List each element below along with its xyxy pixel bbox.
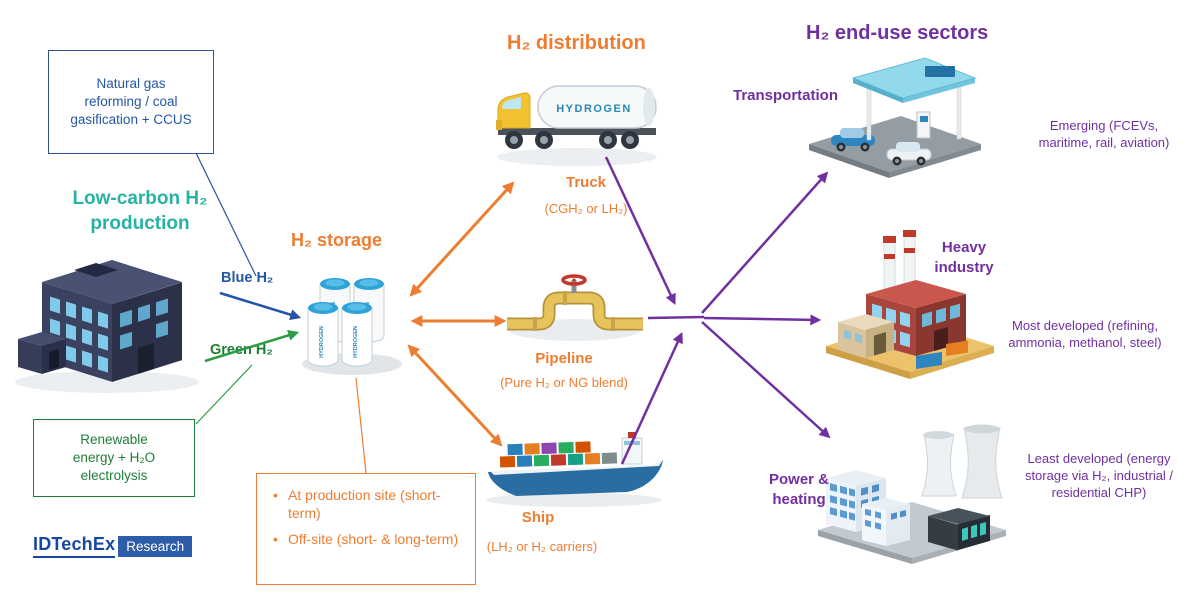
storage-note-item: Off-site (short- & long-term) bbox=[273, 530, 465, 549]
green-pathway-note-box: Renewable energy + H₂O electrolysis bbox=[33, 419, 195, 497]
arrow-storage-truck bbox=[409, 181, 515, 297]
power-heating-status: Least developed (energy storage via H₂, … bbox=[1024, 451, 1174, 501]
truck-detail: (CGH₂ or LH₂) bbox=[544, 201, 628, 216]
blue-h2-label: Blue H₂ bbox=[221, 270, 274, 286]
arrow-pipeline-junction bbox=[647, 315, 705, 320]
green-h2-label: Green H₂ bbox=[210, 342, 273, 358]
transportation-status: Emerging (FCEVs, maritime, rail, aviatio… bbox=[1038, 118, 1170, 151]
heavy-industry-illustration bbox=[826, 230, 994, 379]
storage-note-item: At production site (short-term) bbox=[273, 486, 465, 523]
pipeline-detail: (Pure H₂ or NG blend) bbox=[500, 375, 628, 390]
distribution-title: H₂ distribution bbox=[507, 32, 646, 54]
blue-pathway-note-box: Natural gas reforming / coal gasificatio… bbox=[48, 50, 214, 154]
arrow-junction-power-heating bbox=[701, 321, 831, 439]
storage-siting-note-box: At production site (short-term) Off-site… bbox=[256, 473, 476, 585]
logo-suffix-text: Research bbox=[118, 535, 193, 557]
power-heating-label: Power & heating bbox=[768, 471, 829, 508]
power-plant-illustration bbox=[818, 424, 1006, 564]
green-pathway-note-text: Renewable energy + H₂O electrolysis bbox=[72, 432, 156, 483]
ship-label: Ship bbox=[521, 509, 555, 526]
production-factory-illustration bbox=[15, 260, 199, 393]
tank-hydrogen-label: HYDROGEN bbox=[353, 326, 359, 358]
fuel-station-illustration bbox=[809, 57, 981, 178]
ship-detail: (LH₂ or H₂ carriers) bbox=[486, 539, 598, 554]
blue-pathway-note-text: Natural gas reforming / coal gasificatio… bbox=[70, 76, 192, 127]
heavy-industry-label: Heavy industry bbox=[934, 239, 994, 276]
tank-hydrogen-label: HYDROGEN bbox=[319, 326, 325, 358]
truck-illustration: HYDROGEN bbox=[496, 85, 657, 166]
logo-brand-text: IDTechEx bbox=[33, 534, 116, 558]
arrow-junction-heavy-industry bbox=[703, 314, 822, 326]
storage-title: H₂ storage bbox=[291, 230, 383, 250]
heavy-industry-status: Most developed (refining, ammonia, metha… bbox=[1008, 318, 1162, 351]
idtechex-logo: IDTechEx Research bbox=[33, 534, 193, 558]
ship-illustration bbox=[486, 432, 663, 507]
production-title: Low-carbon H₂ production bbox=[72, 188, 208, 235]
arrow-junction-transportation bbox=[701, 171, 829, 314]
transportation-label: Transportation bbox=[733, 87, 839, 104]
pipeline-illustration bbox=[507, 274, 643, 341]
storage-tanks-illustration: HYDROGEN HYDROGEN HYDROGEN HYDROGEN bbox=[302, 278, 402, 375]
pipeline-label: Pipeline bbox=[535, 350, 593, 367]
connector-storage-note bbox=[355, 377, 367, 474]
end-use-title: H₂ end-use sectors bbox=[806, 22, 989, 44]
storage-siting-list: At production site (short-term) Off-site… bbox=[273, 486, 465, 549]
arrow-blue-h2 bbox=[219, 291, 302, 320]
truck-tank-hydrogen-label: HYDROGEN bbox=[556, 103, 632, 115]
truck-label: Truck bbox=[565, 174, 607, 191]
